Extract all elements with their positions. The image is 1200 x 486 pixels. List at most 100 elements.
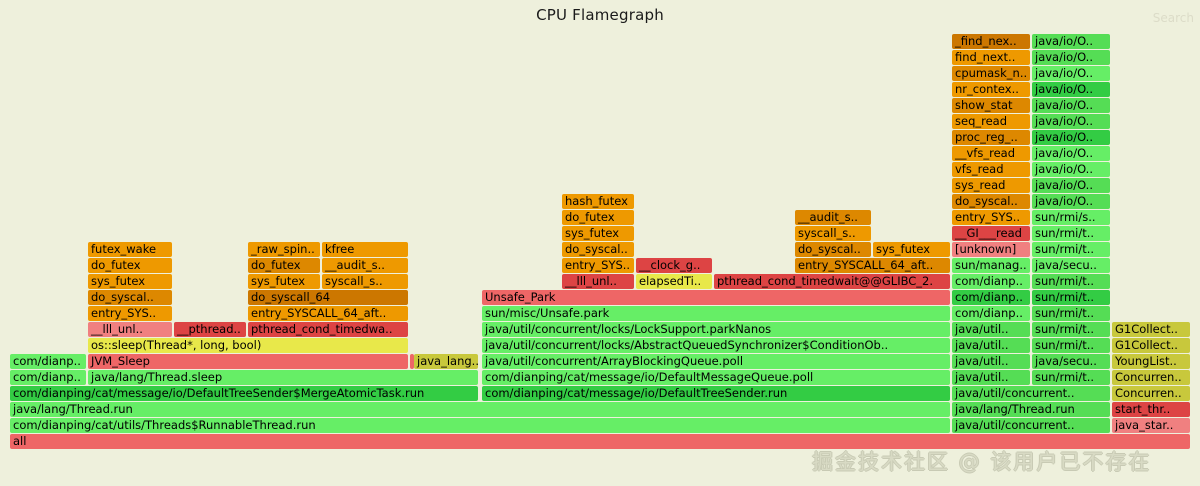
flame-frame[interactable]: entry_SYS.. — [562, 258, 634, 273]
flame-frame[interactable]: do_futex — [562, 210, 634, 225]
flame-frame[interactable]: com/dianp.. — [10, 354, 86, 369]
flame-frame[interactable]: Concurren.. — [1112, 386, 1190, 401]
flame-frame[interactable]: java/io/O.. — [1032, 130, 1110, 145]
flame-frame[interactable]: java/io/O.. — [1032, 114, 1110, 129]
flame-frame[interactable]: _find_nex.. — [952, 34, 1030, 49]
flame-frame[interactable]: com/dianping/cat/message/io/DefaultTreeS… — [482, 386, 950, 401]
flame-frame[interactable]: java/util/concurrent/ArrayBlockingQueue.… — [482, 354, 950, 369]
flame-frame[interactable]: nr_contex.. — [952, 82, 1030, 97]
flame-frame[interactable]: sun/rmi/t.. — [1032, 274, 1110, 289]
flame-frame[interactable]: __clock_g.. — [636, 258, 712, 273]
flame-frame[interactable]: sun/rmi/t.. — [1032, 322, 1110, 337]
flame-frame[interactable]: java/io/O.. — [1032, 194, 1110, 209]
flame-frame[interactable]: __GI___read — [952, 226, 1030, 241]
flame-frame[interactable]: sun/rmi/t.. — [1032, 226, 1110, 241]
flame-frame[interactable]: syscall_s.. — [322, 274, 408, 289]
flame-frame[interactable]: start_thr.. — [1112, 402, 1190, 417]
flame-frame[interactable]: java/lang/Thread.sleep — [88, 370, 478, 385]
flame-frame[interactable]: syscall_s.. — [795, 226, 871, 241]
flame-frame[interactable]: sys_read — [952, 178, 1030, 193]
flame-frame[interactable]: G1Collect.. — [1112, 322, 1190, 337]
flame-frame[interactable]: java/io/O.. — [1032, 66, 1110, 81]
flame-frame[interactable]: vfs_read — [952, 162, 1030, 177]
flame-frame[interactable]: java/util/concurrent/locks/LockSupport.p… — [482, 322, 950, 337]
flame-frame[interactable]: com/dianp.. — [952, 290, 1030, 305]
flame-frame[interactable]: sun/rmi/s.. — [1032, 210, 1110, 225]
flame-frame[interactable]: sys_futex — [248, 274, 320, 289]
flame-frame[interactable]: com/dianping/cat/message/io/DefaultMessa… — [482, 370, 950, 385]
flame-frame[interactable]: [unknown] — [952, 242, 1030, 257]
flame-frame[interactable]: com/dianping/cat/utils/Threads$RunnableT… — [10, 418, 950, 433]
flame-frame[interactable]: java/util/concurrent/locks/AbstractQueue… — [482, 338, 950, 353]
flame-frame[interactable]: java_lang.. — [414, 354, 478, 369]
flame-frame[interactable]: java/lang/Thread.run — [10, 402, 950, 417]
flame-frame[interactable]: java/util.. — [952, 338, 1030, 353]
flame-frame[interactable]: sun/rmi/t.. — [1032, 370, 1110, 385]
flame-frame[interactable]: G1Collect.. — [1112, 338, 1190, 353]
flame-frame[interactable]: com/dianp.. — [10, 370, 86, 385]
flame-frame[interactable]: java/util.. — [952, 354, 1030, 369]
flame-frame[interactable]: futex_wake — [88, 242, 172, 257]
flame-frame[interactable]: do_syscal.. — [952, 194, 1030, 209]
flame-frame[interactable]: YoungList.. — [1112, 354, 1190, 369]
flame-frame[interactable]: com/dianp.. — [952, 306, 1030, 321]
flame-frame[interactable]: __lll_unl.. — [88, 322, 172, 337]
flame-frame[interactable]: __audit_s.. — [322, 258, 408, 273]
flame-frame[interactable]: java/io/O.. — [1032, 178, 1110, 193]
flame-frame[interactable] — [410, 354, 414, 369]
flame-frame[interactable]: do_syscall_64 — [248, 290, 408, 305]
flame-frame[interactable]: java/io/O.. — [1032, 162, 1110, 177]
flame-frame[interactable]: os::sleep(Thread*, long, bool) — [88, 338, 408, 353]
flame-frame[interactable]: do_futex — [88, 258, 172, 273]
flame-frame[interactable]: java/util/concurrent.. — [952, 418, 1110, 433]
flame-frame[interactable]: java/io/O.. — [1032, 98, 1110, 113]
flame-frame[interactable]: __pthread.. — [174, 322, 246, 337]
flame-frame[interactable]: find_next.. — [952, 50, 1030, 65]
flame-frame[interactable]: __vfs_read — [952, 146, 1030, 161]
flame-frame[interactable]: all — [10, 434, 1190, 449]
flame-frame[interactable]: JVM_Sleep — [88, 354, 408, 369]
flame-frame[interactable]: java/util.. — [952, 370, 1030, 385]
flame-frame[interactable]: pthread_cond_timedwait@@GLIBC_2. — [714, 274, 950, 289]
flame-frame[interactable]: entry_SYS.. — [952, 210, 1030, 225]
flame-frame[interactable]: do_syscal.. — [562, 242, 634, 257]
flame-frame[interactable]: Concurren.. — [1112, 370, 1190, 385]
flame-frame[interactable]: com/dianping/cat/message/io/DefaultTreeS… — [10, 386, 478, 401]
flame-frame[interactable]: entry_SYS.. — [88, 306, 172, 321]
flame-frame[interactable]: do_syscal.. — [795, 242, 871, 257]
flame-frame[interactable]: show_stat — [952, 98, 1030, 113]
flame-frame[interactable]: pthread_cond_timedwa.. — [248, 322, 408, 337]
flame-frame[interactable]: java/lang/Thread.run — [952, 402, 1110, 417]
flame-frame[interactable]: do_syscal.. — [88, 290, 172, 305]
flame-frame[interactable]: proc_reg_.. — [952, 130, 1030, 145]
flame-frame[interactable]: _raw_spin.. — [248, 242, 320, 257]
flame-frame[interactable]: do_futex — [248, 258, 320, 273]
flame-frame[interactable]: __lll_unl.. — [562, 274, 634, 289]
flame-frame[interactable]: java/secu.. — [1032, 258, 1110, 273]
flame-frame[interactable]: cpumask_n.. — [952, 66, 1030, 81]
search-input[interactable]: Search — [1152, 11, 1194, 25]
flame-frame[interactable]: sun/manag.. — [952, 258, 1030, 273]
flame-frame[interactable]: sys_futex — [88, 274, 172, 289]
flame-frame[interactable]: java/secu.. — [1032, 354, 1110, 369]
flame-frame[interactable]: sun/rmi/t.. — [1032, 338, 1110, 353]
flame-frame[interactable]: sys_futex — [562, 226, 634, 241]
flame-frame[interactable]: java/io/O.. — [1032, 34, 1110, 49]
flame-frame[interactable]: java/util.. — [952, 322, 1030, 337]
flame-frame[interactable]: sun/rmi/t.. — [1032, 242, 1110, 257]
flame-frame[interactable]: java_star.. — [1112, 418, 1190, 433]
flame-frame[interactable]: java/util/concurrent.. — [952, 386, 1110, 401]
flame-frame[interactable]: sun/rmi/t.. — [1032, 306, 1110, 321]
flame-frame[interactable]: elapsedTi.. — [636, 274, 712, 289]
flame-frame[interactable]: sys_futex — [873, 242, 950, 257]
flame-frame[interactable]: java/io/O.. — [1032, 82, 1110, 97]
flame-frame[interactable]: java/io/O.. — [1032, 146, 1110, 161]
flame-frame[interactable]: kfree — [322, 242, 408, 257]
flame-frame[interactable]: sun/misc/Unsafe.park — [482, 306, 950, 321]
flame-frame[interactable]: __audit_s.. — [795, 210, 871, 225]
flame-frame[interactable]: Unsafe_Park — [482, 290, 950, 305]
flame-frame[interactable]: entry_SYSCALL_64_aft.. — [795, 258, 950, 273]
flame-frame[interactable]: sun/rmi/t.. — [1032, 290, 1110, 305]
flame-frame[interactable]: java/io/O.. — [1032, 50, 1110, 65]
flame-frame[interactable]: seq_read — [952, 114, 1030, 129]
